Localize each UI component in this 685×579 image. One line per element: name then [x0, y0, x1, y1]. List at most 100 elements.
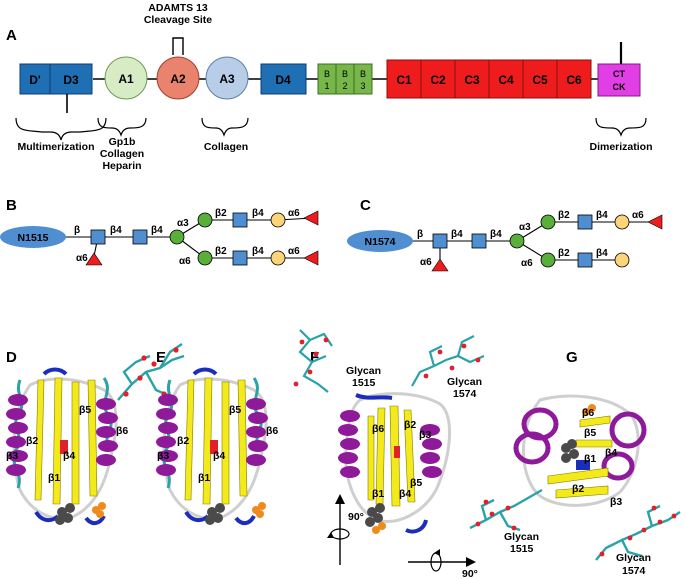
strand-label-f-b3: β3	[419, 429, 431, 441]
domain-label-d3: D3	[63, 73, 79, 87]
glycan-label-f-1574-line1: Glycan	[447, 376, 482, 388]
link-b-upper-beta2: β2	[215, 208, 227, 219]
cleavage-site-marker	[172, 37, 184, 55]
rotation-arrow-horizontal	[408, 549, 476, 572]
domain-label-a1: A1	[118, 72, 134, 86]
link-b-lower-alpha6: α6	[288, 246, 300, 257]
domain-d4: D4	[260, 63, 307, 95]
brace-a3	[201, 117, 249, 137]
strand-label-g-b1: β1	[584, 453, 596, 465]
strand-label-d-b6: β6	[116, 425, 128, 437]
strand-label-f-b1: β1	[372, 488, 384, 500]
link-b-upper-beta4: β4	[252, 208, 264, 219]
link-c-lower-beta2: β2	[558, 248, 570, 259]
domain-label-c4: C4	[498, 73, 514, 87]
domain-ctck: CT CK	[597, 63, 641, 97]
strand-label-f-b6: β6	[372, 423, 384, 435]
glycan-label-f-1515-line1: Glycan	[346, 365, 381, 377]
glycan-sticks-f-1574	[411, 335, 485, 387]
rotation-arrow-vertical	[327, 494, 350, 565]
glycan-sticks-shared	[117, 343, 185, 401]
protein-structure-d	[6, 367, 118, 525]
cleavage-label-line2: Cleavage Site	[144, 14, 212, 26]
link-c-alpha3: α3	[519, 222, 531, 233]
protein-structure-f	[338, 392, 452, 534]
domain-c3: C3	[454, 59, 490, 99]
strand-label-g-b2: β2	[572, 483, 584, 495]
strand-label-f-b2: β2	[404, 419, 416, 431]
domain-label-a2: A2	[170, 72, 186, 86]
domain-label-c5: C5	[532, 73, 548, 87]
glycan-label-g-1515-line1: Glycan	[504, 531, 539, 543]
cleavage-label-line1: ADAMTS 13	[148, 2, 208, 14]
strand-label-g-b6: β6	[582, 407, 594, 419]
svg-text:1: 1	[324, 81, 329, 91]
panel-label-g: G	[566, 349, 578, 366]
domain-a1: A1	[104, 56, 148, 100]
panel-label-a: A	[6, 27, 17, 44]
svg-text:B: B	[342, 69, 348, 79]
brace-a1	[97, 117, 147, 137]
domain-a2: A2	[156, 56, 200, 100]
brace-dimerization	[595, 117, 647, 137]
label-a1-collagen: Collagen	[100, 148, 144, 160]
rotation-label-horizontal: 90°	[462, 568, 478, 579]
strand-label-d-b1: β1	[48, 472, 60, 484]
label-gp1b: Gp1b	[109, 136, 136, 148]
label-multimerization: Multimerization	[17, 141, 94, 153]
strand-label-f-b5: β5	[410, 477, 422, 489]
svg-text:CK: CK	[613, 82, 626, 92]
link-b-alpha3: α3	[177, 218, 189, 229]
strand-label-g-b5: β5	[584, 427, 596, 439]
domain-label-d-prime: D'	[29, 73, 41, 87]
label-dimerization: Dimerization	[589, 141, 652, 153]
strand-label-g-b4: β4	[605, 447, 617, 459]
link-c-fucose: α6	[420, 257, 432, 268]
glycan-tree-n1515: N1515 β β4 β4 α6 α3 α6 β2 β4 α6 β2 β4 α6	[0, 208, 319, 267]
link-c-beta: β	[417, 229, 423, 240]
strand-label-d-b2: β2	[26, 435, 38, 447]
domain-c2: C2	[420, 59, 456, 99]
panel-label-c: C	[360, 197, 371, 214]
domain-c1: C1	[386, 59, 422, 99]
svg-text:B: B	[324, 69, 330, 79]
link-b-upper-alpha6: α6	[288, 208, 300, 219]
brace-multimerization	[15, 117, 107, 141]
domain-c5: C5	[522, 59, 558, 99]
domain-label-c1: C1	[396, 73, 412, 87]
glycan-label-g-1515-line2: 1515	[510, 543, 534, 555]
domain-c6: C6	[556, 59, 592, 99]
panel-label-d: D	[6, 349, 17, 366]
link-b-beta4-1: β4	[110, 225, 122, 236]
label-a3-collagen: Collagen	[204, 141, 248, 153]
fucose-n1515	[85, 252, 103, 266]
domain-label-d4: D4	[275, 73, 291, 87]
domain-label-c3: C3	[464, 73, 480, 87]
svg-text:3: 3	[360, 81, 365, 91]
link-c-alpha6: α6	[521, 258, 533, 269]
link-c-upper-beta2: β2	[558, 210, 570, 221]
link-b-lower-beta4: β4	[252, 246, 264, 257]
strand-label-e-b4: β4	[213, 450, 225, 462]
link-b-alpha6: α6	[179, 256, 191, 267]
glycan-label-f-1515-line2: 1515	[352, 377, 376, 389]
strand-label-e-b6: β6	[266, 425, 278, 437]
strand-label-d-b3: β3	[6, 450, 18, 462]
link-b-fucose: α6	[76, 253, 88, 264]
svg-text:CT: CT	[613, 69, 625, 79]
strand-label-e-b5: β5	[229, 404, 241, 416]
strand-label-f-b4: β4	[399, 488, 411, 500]
domain-c4: C4	[488, 59, 524, 99]
root-asparagine-n1574	[347, 230, 413, 252]
root-asparagine-n1515	[0, 226, 66, 248]
link-c-beta4-2: β4	[490, 229, 502, 240]
domain-d-prime: D'	[19, 63, 51, 95]
link-c-upper-beta4: β4	[596, 210, 608, 221]
glycan-tree-n1574: N1574 β β4 β4 α6 α3 α6 β2 β4 α6 β2 β4	[347, 210, 663, 272]
svg-text:2: 2	[342, 81, 347, 91]
domain-b3: B 3	[353, 63, 373, 95]
link-c-beta4-1: β4	[451, 229, 463, 240]
svg-text:B: B	[360, 69, 366, 79]
domain-a3: A3	[205, 56, 249, 100]
